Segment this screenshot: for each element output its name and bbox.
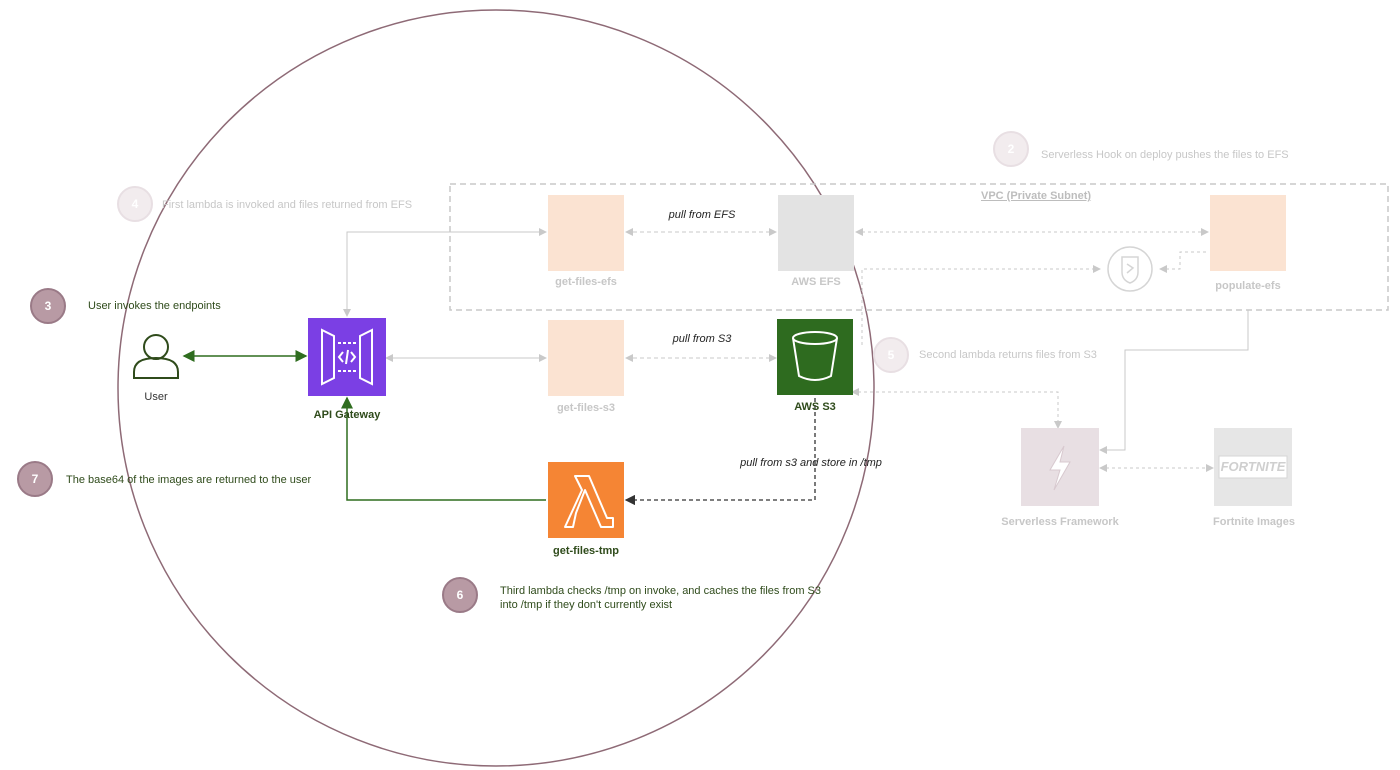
api-gateway-icon[interactable] [308, 318, 386, 396]
aws-efs-label: AWS EFS [791, 276, 841, 288]
step-5-text: Second lambda returns files from S3 [919, 349, 1097, 361]
aws-efs-icon[interactable] [778, 195, 854, 271]
edge-label-pull-efs: pull from EFS [668, 209, 736, 221]
step-2-badge: 2 [993, 131, 1029, 167]
highlight-circle [117, 9, 875, 767]
step-6-text-line1: Third lambda checks /tmp on invoke, and … [500, 585, 821, 597]
active-edges [182, 350, 816, 506]
get-files-tmp-icon[interactable] [548, 462, 624, 538]
edge-label-pull-s3: pull from S3 [672, 333, 732, 345]
get-files-efs-icon[interactable] [548, 195, 624, 271]
step-3-text: User invokes the endpoints [88, 300, 221, 312]
step-5-badge: 5 [873, 337, 909, 373]
step-4-badge: 4 [117, 186, 153, 222]
step-4-text: First lambda is invoked and files return… [162, 199, 413, 211]
step-2-text: Serverless Hook on deploy pushes the fil… [1041, 149, 1289, 161]
faded-edges [343, 228, 1249, 472]
get-files-efs-label: get-files-efs [555, 276, 617, 288]
serverless-framework-icon[interactable] [1021, 428, 1099, 506]
step-3-badge: 3 [30, 288, 66, 324]
fortnite-images-label: Fortnite Images [1213, 516, 1295, 528]
step-7-text: The base64 of the images are returned to… [66, 474, 312, 486]
get-files-s3-label: get-files-s3 [556, 402, 616, 414]
serverless-framework-label: Serverless Framework [1001, 516, 1119, 528]
populate-efs-icon[interactable] [1210, 195, 1286, 271]
step-6-badge: 6 [442, 577, 478, 613]
step-6-text-line2: into /tmp if they don't currently exist [500, 599, 673, 611]
user-label: User [144, 391, 168, 403]
vpc-endpoint-icon [1107, 246, 1153, 292]
user-icon[interactable] [133, 334, 179, 379]
step-7-badge: 7 [17, 461, 53, 497]
populate-efs-label: populate-efs [1215, 280, 1281, 292]
vpc-label: VPC (Private Subnet) [981, 190, 1092, 202]
get-files-tmp-label: get-files-tmp [553, 545, 619, 557]
aws-s3-icon[interactable] [777, 319, 853, 395]
fortnite-logo-text: FORTNITE [1220, 459, 1286, 474]
get-files-s3-icon[interactable] [548, 320, 624, 396]
api-gateway-label: API Gateway [313, 409, 381, 421]
edge-label-pull-s3-tmp: pull from s3 and store in /tmp [740, 457, 882, 469]
aws-s3-label: AWS S3 [794, 401, 836, 413]
fortnite-images-icon[interactable] [1214, 428, 1292, 506]
